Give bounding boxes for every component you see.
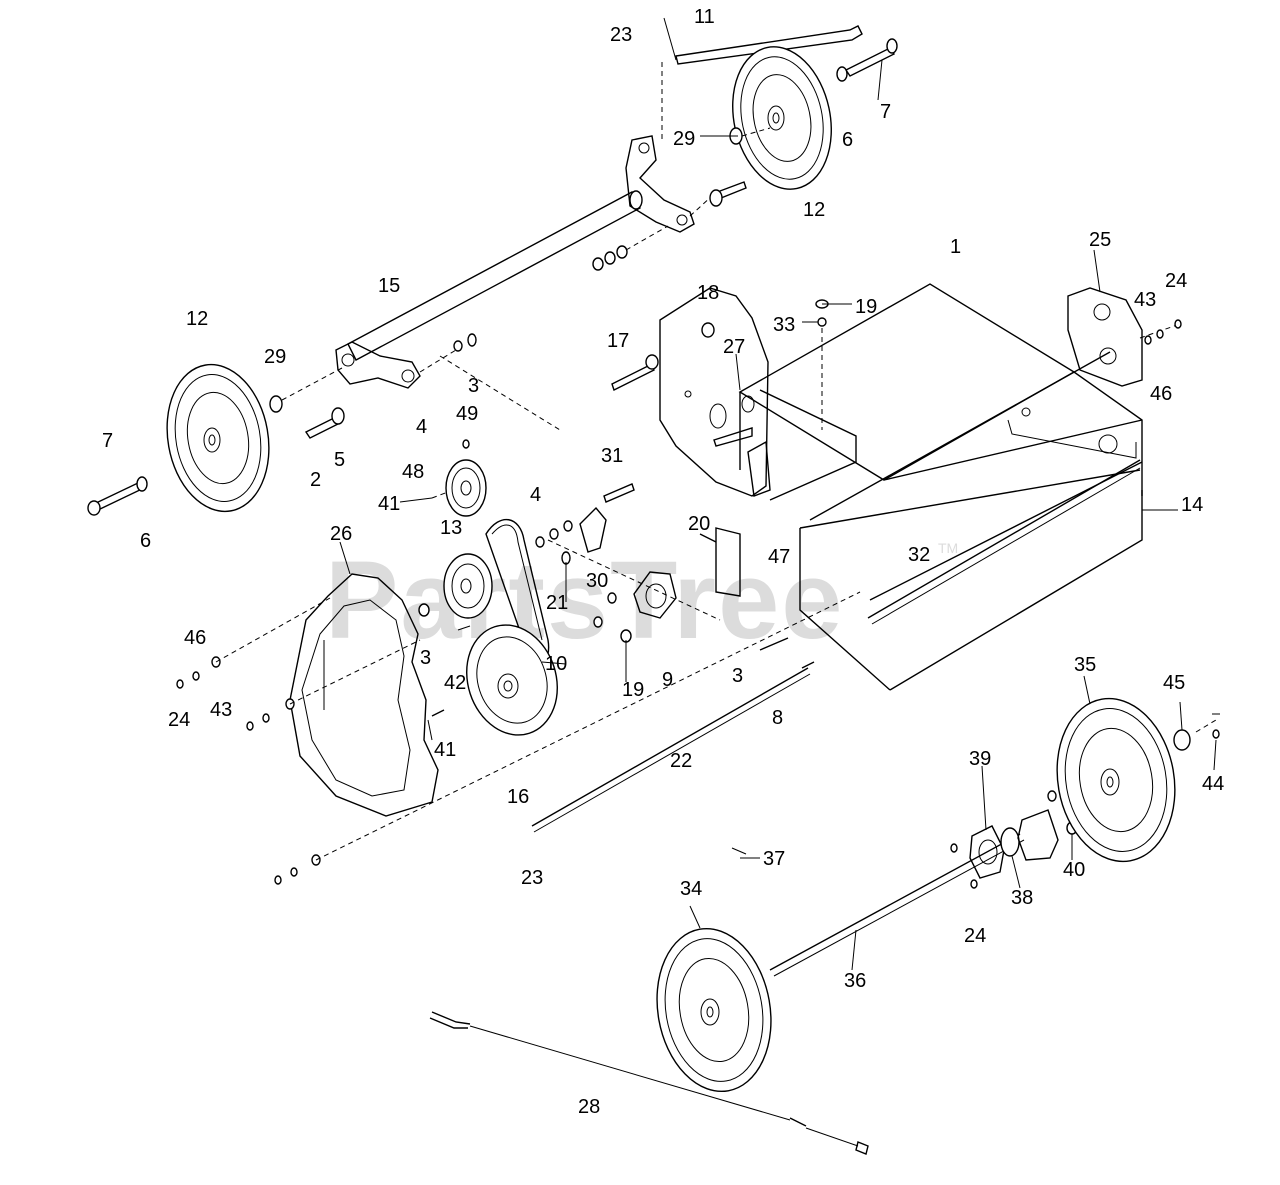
part-35-wheel bbox=[1056, 697, 1220, 863]
callout-34: 34 bbox=[680, 878, 702, 900]
callout-3: 3 bbox=[468, 375, 479, 397]
part-29-nut-left bbox=[269, 367, 343, 413]
callout-6: 6 bbox=[842, 129, 853, 151]
part-6-wheel-top bbox=[732, 46, 832, 190]
callout-28: 28 bbox=[578, 1096, 600, 1118]
callout-36: 36 bbox=[844, 970, 866, 992]
callout-8: 8 bbox=[772, 707, 783, 729]
callout-46: 46 bbox=[1150, 383, 1172, 405]
callout-23: 23 bbox=[521, 867, 543, 889]
callout-4: 4 bbox=[530, 484, 541, 506]
callout-20: 20 bbox=[688, 513, 710, 535]
callout-39: 39 bbox=[969, 748, 991, 770]
callout-47: 47 bbox=[768, 546, 790, 568]
callout-21: 21 bbox=[546, 592, 568, 614]
callout-32: 32 bbox=[908, 544, 930, 566]
callout-4: 4 bbox=[416, 416, 427, 438]
callout-1: 1 bbox=[950, 236, 961, 258]
callout-3: 3 bbox=[420, 647, 431, 669]
part-14-rod bbox=[867, 459, 1141, 625]
part-34-wheel bbox=[656, 927, 772, 1093]
callout-12: 12 bbox=[803, 199, 825, 221]
drawing bbox=[87, 17, 1220, 1155]
callout-23: 23 bbox=[610, 24, 632, 46]
part-21-idler bbox=[535, 483, 721, 643]
part-19-33-bolt bbox=[815, 299, 829, 430]
part-10-pulley bbox=[466, 624, 558, 736]
part-2-5-bolt bbox=[304, 407, 345, 439]
callout-6: 6 bbox=[140, 530, 151, 552]
leader-lines bbox=[339, 59, 1217, 971]
part-13-pulley bbox=[418, 553, 493, 631]
callout-33: 33 bbox=[773, 314, 795, 336]
callout-25: 25 bbox=[1089, 229, 1111, 251]
callout-24: 24 bbox=[964, 925, 986, 947]
callout-46: 46 bbox=[184, 627, 206, 649]
part-25-bracket bbox=[1067, 287, 1182, 387]
callout-40: 40 bbox=[1063, 859, 1085, 881]
callout-9: 9 bbox=[662, 669, 673, 691]
callout-10: 10 bbox=[545, 653, 567, 675]
callout-26: 26 bbox=[330, 523, 352, 545]
callout-43: 43 bbox=[210, 699, 232, 721]
callout-48: 48 bbox=[402, 461, 424, 483]
callout-11: 11 bbox=[694, 6, 715, 28]
callout-5: 5 bbox=[334, 449, 345, 471]
callout-35: 35 bbox=[1074, 654, 1096, 676]
callout-16: 16 bbox=[507, 786, 529, 808]
callout-29: 29 bbox=[264, 346, 286, 368]
part-28-cable bbox=[429, 1011, 869, 1155]
callout-38: 38 bbox=[1011, 887, 1033, 909]
callout-7: 7 bbox=[880, 101, 891, 123]
callout-37: 37 bbox=[763, 848, 785, 870]
callout-15: 15 bbox=[378, 275, 400, 297]
callouts: 23 11 7 29 6 12 1 25 24 43 46 15 12 18 1… bbox=[102, 6, 1224, 1118]
part-6-wheel-left bbox=[166, 363, 270, 513]
part-7-bolt-left bbox=[87, 476, 148, 516]
part-38-39-bearings bbox=[950, 790, 1078, 889]
callout-22: 22 bbox=[670, 750, 692, 772]
callout-19: 19 bbox=[622, 679, 644, 701]
callout-31: 31 bbox=[601, 445, 623, 467]
part-20-bearing bbox=[633, 527, 741, 619]
part-7-bolt-top bbox=[836, 38, 898, 82]
callout-41: 41 bbox=[434, 739, 456, 761]
callout-12: 12 bbox=[186, 308, 208, 330]
callout-42: 42 bbox=[444, 672, 466, 694]
part-11-rod bbox=[663, 17, 863, 65]
callout-7: 7 bbox=[102, 430, 113, 452]
callout-27: 27 bbox=[723, 336, 745, 358]
callout-45: 45 bbox=[1163, 672, 1185, 694]
callout-3: 3 bbox=[732, 665, 743, 687]
callout-19: 19 bbox=[855, 296, 877, 318]
callout-24: 24 bbox=[1165, 270, 1187, 292]
part-26-belt-guard bbox=[289, 573, 439, 817]
callout-14: 14 bbox=[1181, 494, 1203, 516]
part-12-bracket-top bbox=[592, 62, 747, 271]
callout-17: 17 bbox=[607, 330, 629, 352]
callout-13: 13 bbox=[440, 517, 462, 539]
part-8-22-rod bbox=[531, 637, 815, 833]
part-15-axle-tube bbox=[347, 190, 643, 361]
callout-29: 29 bbox=[673, 128, 695, 150]
part-46-43-24-hardware bbox=[176, 591, 861, 885]
part-4-bracket-left bbox=[335, 333, 561, 431]
callout-2: 2 bbox=[310, 469, 321, 491]
callout-24: 24 bbox=[168, 709, 190, 731]
part-48-pulley bbox=[431, 439, 487, 517]
watermark-tm: TM bbox=[938, 540, 958, 556]
callout-30: 30 bbox=[586, 570, 608, 592]
part-36-rear-axle bbox=[731, 833, 1025, 977]
part-27-plate bbox=[611, 287, 857, 501]
callout-49: 49 bbox=[456, 403, 478, 425]
callout-43: 43 bbox=[1134, 289, 1156, 311]
watermark: PartsTree bbox=[325, 539, 844, 662]
callout-41: 41 bbox=[378, 493, 400, 515]
callout-18: 18 bbox=[697, 282, 719, 304]
callout-44: 44 bbox=[1202, 773, 1224, 795]
